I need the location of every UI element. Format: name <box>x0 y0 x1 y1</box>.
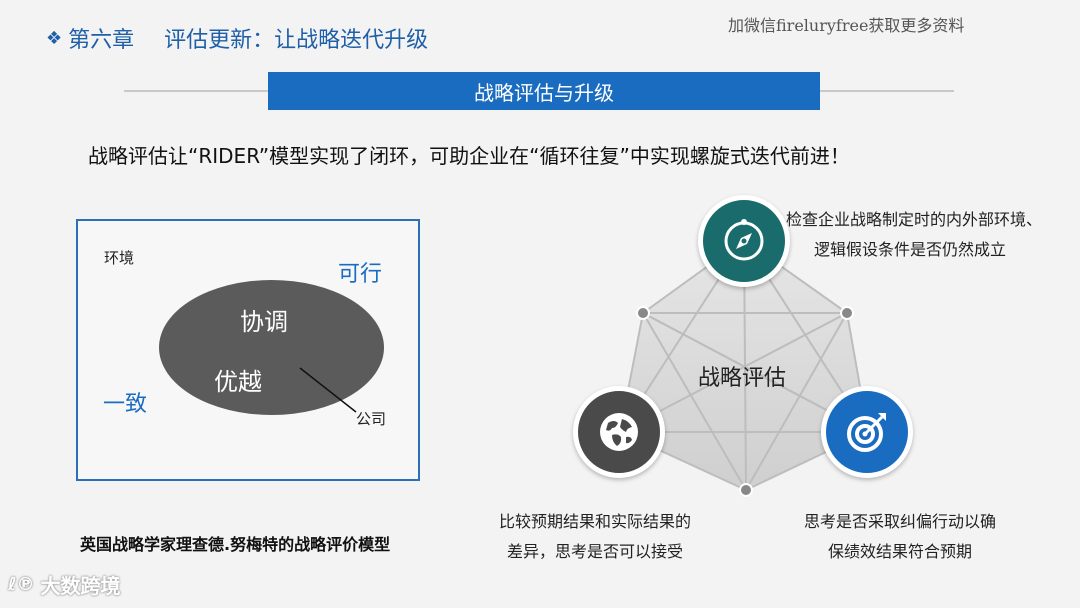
label-coordination: 协调 <box>240 308 288 336</box>
left-description-line: 差异，思考是否可以接受 <box>506 542 683 561</box>
left-description: 比较预期结果和实际结果的 差异，思考是否可以接受 <box>470 507 720 567</box>
compass-icon <box>724 219 764 261</box>
model-caption: 英国战略学家理查德.努梅特的战略评价模型 <box>80 535 391 554</box>
watermark-text: 加微信fireluryfree获取更多资料 <box>728 16 965 35</box>
brand-logo-icon: ℓ℗ <box>8 574 35 595</box>
label-consistent: 一致 <box>103 392 148 417</box>
globe-icon <box>600 413 638 451</box>
left-description-line: 比较预期结果和实际结果的 <box>498 512 691 531</box>
compass-node <box>698 195 790 287</box>
right-description-line: 保绩效结果符合预期 <box>827 542 972 561</box>
globe-node <box>573 386 665 478</box>
chapter-marker: ❖ <box>46 27 63 49</box>
top-description-line: 逻辑假设条件是否仍然成立 <box>814 240 1007 259</box>
brand-watermark: ℓ℗ 大数跨境 <box>8 570 121 599</box>
target-icon <box>847 413 886 452</box>
node-dot <box>739 483 753 497</box>
label-company: 公司 <box>356 410 387 428</box>
label-feasible: 可行 <box>338 262 383 287</box>
chapter-number: 第六章 <box>68 28 135 53</box>
brand-logo-text: 大数跨境 <box>40 574 121 598</box>
top-description: 检查企业战略制定时的内外部环境、 逻辑假设条件是否仍然成立 <box>786 205 1042 265</box>
node-dot <box>636 306 650 320</box>
section-banner: 战略评估与升级 <box>268 72 820 110</box>
tagline: 战略评估让“RIDER”模型实现了闭环，可助企业在“循环往复”中实现螺旋式迭代前… <box>88 144 850 168</box>
top-description-line: 检查企业战略制定时的内外部环境、 <box>786 210 1043 229</box>
label-environment: 环境 <box>104 249 135 267</box>
chapter-title: 评估更新：让战略迭代升级 <box>164 28 429 53</box>
node-dot <box>840 306 854 320</box>
right-description-line: 思考是否采取纠偏行动以确 <box>803 512 996 531</box>
diagram-center-label: 战略评估 <box>698 366 787 391</box>
label-superiority: 优越 <box>214 368 262 396</box>
right-description: 思考是否采取纠偏行动以确 保绩效结果符合预期 <box>770 507 1030 567</box>
target-node <box>821 386 913 478</box>
chapter-heading: ❖ 第六章 评估更新：让战略迭代升级 <box>46 22 428 54</box>
